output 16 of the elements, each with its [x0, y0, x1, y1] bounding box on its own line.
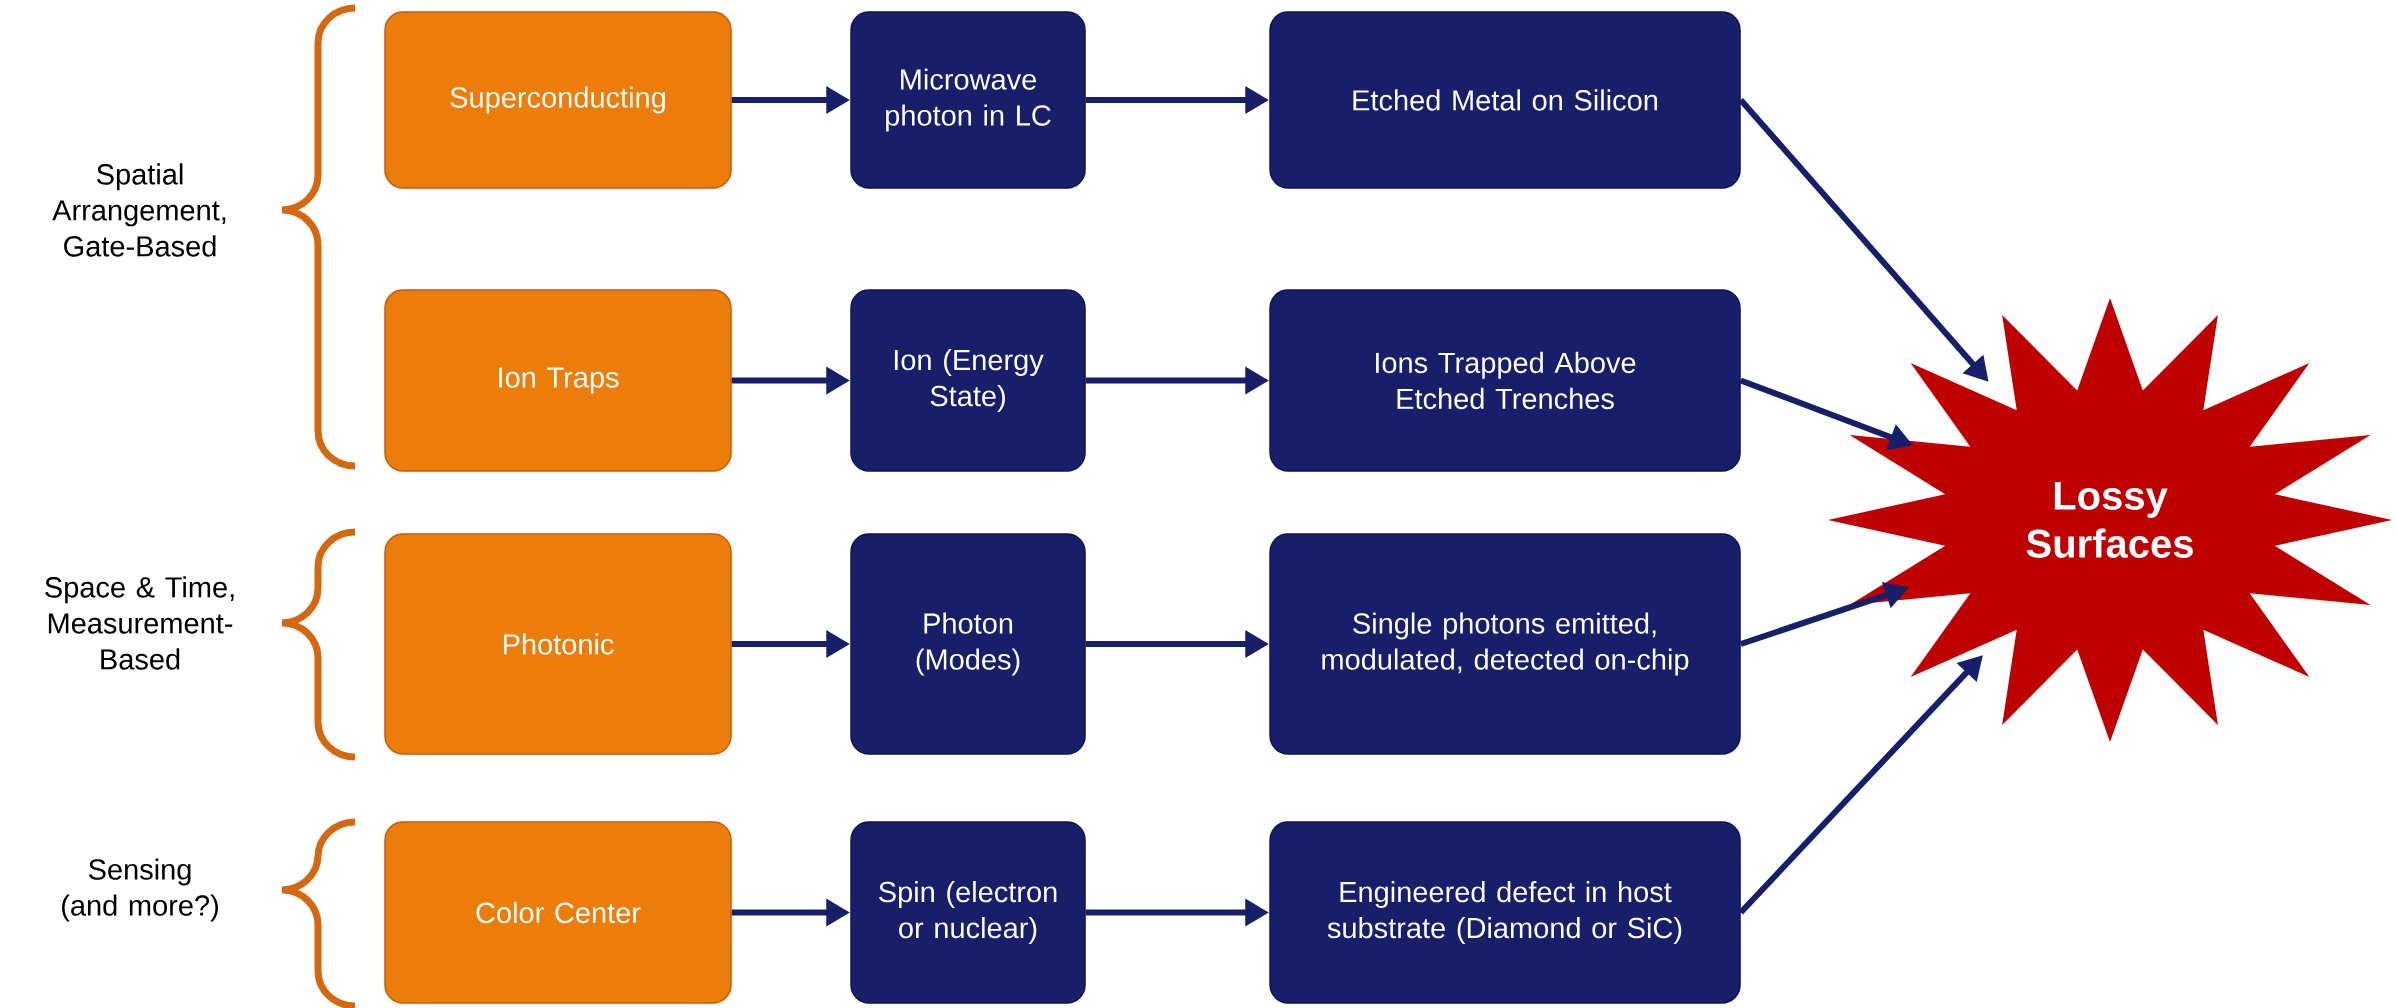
process-box: Etched Metal on Silicon	[1269, 11, 1741, 189]
starburst: Lossy Surfaces	[1828, 298, 2392, 742]
group-label: Spatial Arrangement, Gate-Based	[52, 163, 226, 257]
process-box: Microwave photon in LC	[850, 11, 1086, 189]
process-box: Superconducting	[384, 11, 732, 189]
process-box: Ion Traps	[384, 289, 732, 472]
process-box: Photonic	[384, 533, 732, 755]
process-box: Spin (electron or nuclear)	[850, 821, 1086, 1004]
process-box: Ions Trapped Above Etched Trenches	[1269, 289, 1741, 472]
group-label: Sensing (and more?)	[62, 858, 218, 922]
process-box: Color Center	[384, 821, 732, 1004]
group-label: Space & Time, Measurement-Based	[45, 576, 234, 670]
process-box: Ion (Energy State)	[850, 289, 1086, 472]
process-box: Photon (Modes)	[850, 533, 1086, 755]
process-box: Engineered defect in host substrate (Diamond or SiC)	[1269, 821, 1741, 1004]
process-box: Single photons emitted, modulated, detected on-chip	[1269, 533, 1741, 755]
